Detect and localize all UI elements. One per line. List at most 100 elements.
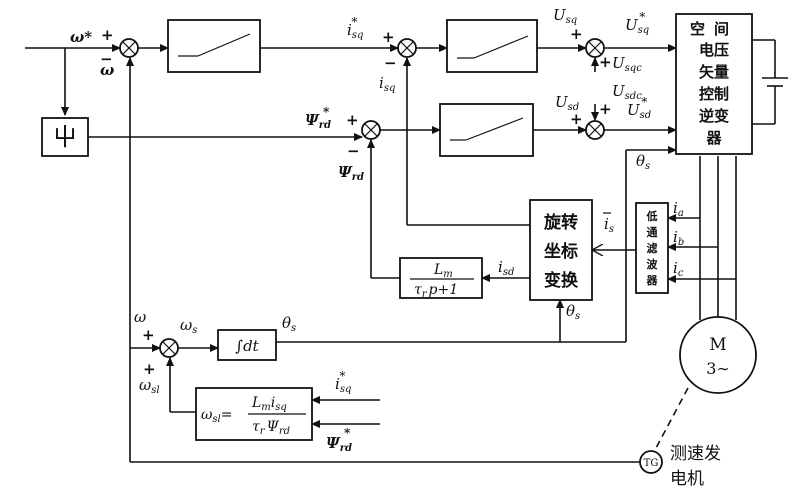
label-usd: U (555, 93, 569, 111)
pi-flux-regulator (439, 103, 534, 157)
label-usdc-sub: sdc (625, 91, 643, 102)
label-usdc: U (612, 82, 626, 100)
slip-num-l-sub: m (261, 402, 270, 413)
svg-text:ωsl=: ωsl= (201, 407, 233, 425)
sign-isq-minus: − (384, 54, 397, 72)
label-isq-ref-sub: sq (352, 30, 364, 41)
svg-text:Ψrd: Ψrd (338, 163, 364, 183)
svg-text:Ψrd*: Ψrd* (326, 426, 352, 454)
label-usd-ref: U (627, 101, 641, 119)
svg-text:θs: θs (636, 152, 650, 172)
label-usq-ref-sub: sq (638, 25, 650, 36)
label-psi-slip-sub: rd (340, 443, 352, 454)
label-omega-s: ω (180, 316, 192, 334)
svg-text:ib: ib (673, 228, 684, 248)
svg-text:Lmisq: Lmisq (251, 395, 287, 413)
slip-num-l: L (251, 395, 261, 411)
svg-text:isq*: isq* (335, 369, 351, 395)
signal-lines (25, 39, 788, 463)
label-isq-fb: i (379, 74, 384, 92)
inverter-label-1: 空 (690, 20, 705, 38)
flux-model-num-sub: m (443, 269, 452, 280)
slip-den-tau-sub: r (260, 426, 266, 437)
label-ib-sub: b (678, 237, 684, 248)
label-ia: i (673, 199, 678, 217)
label-isq-slip-sub: sq (340, 384, 352, 395)
svg-text:isd: isd (498, 258, 514, 278)
label-usq-sub: sq (566, 15, 578, 26)
flux-model-num: L (433, 262, 443, 278)
label-ic-sub: c (678, 268, 684, 279)
slip-lhs: ω (201, 407, 213, 423)
label-usd-ref-star: * (641, 95, 647, 109)
label-usqc: U (612, 54, 626, 72)
motor-label: M (709, 335, 726, 355)
label-isd: i (498, 258, 503, 276)
flux-summer (361, 120, 381, 140)
inverter-label-4: 矢量 (699, 63, 729, 81)
tg-label: TG (644, 458, 659, 469)
label-usd-ref-sub: sd (640, 110, 652, 121)
flux-model-den-sub: r (422, 289, 428, 300)
inverter-block: 空 间 电压 矢量 控制 逆变 器 (675, 13, 753, 155)
svg-text:ωsl: ωsl (139, 376, 160, 396)
slip-den-psi-sub: rd (279, 426, 290, 437)
label-theta-int-sub: s (291, 323, 296, 334)
sign-usd-plus: + (570, 110, 583, 128)
filter-label-4: 波 (647, 257, 659, 271)
label-omega-left: ω (134, 308, 146, 326)
svg-text:is: is (604, 215, 614, 235)
rotation-label-1: 旋转 (543, 212, 578, 233)
label-is-bar: i (604, 215, 609, 233)
label-psi-slip: Ψ (326, 434, 341, 452)
svg-text:Usq*: Usq* (625, 10, 649, 36)
speed-summer (119, 38, 139, 58)
sign-flux-minus: − (347, 142, 360, 160)
svg-text:θs: θs (282, 314, 296, 334)
label-omega-ref: ω* (70, 28, 92, 46)
inverter-label-5: 控制 (699, 85, 729, 103)
usd-summer (585, 120, 605, 140)
label-isq-slip: i (335, 375, 340, 393)
label-theta-inv-sub: s (645, 161, 650, 172)
filter-label-2: 通 (647, 226, 658, 239)
function-generator-symbol: 屮 (53, 123, 77, 151)
label-isq-ref: i (347, 21, 352, 39)
function-generator-block: 屮 (41, 117, 89, 157)
slip-num-i-sub: sq (275, 402, 287, 413)
flux-model-den-rest: p+1 (429, 282, 459, 298)
slip-den-psi: Ψ (267, 419, 280, 435)
summing-junctions (119, 38, 605, 358)
label-theta-inv: θ (636, 152, 645, 170)
filter-label-3: 滤 (647, 241, 658, 255)
label-isq-ref-star: * (351, 15, 357, 29)
integrator-label: ∫dt (235, 337, 259, 355)
motor-phase: 3∼ (706, 359, 730, 378)
svg-text:Usqc: Usqc (612, 54, 642, 74)
label-isq-fb-sub: sq (384, 83, 396, 94)
label-theta-rot: θ (566, 302, 575, 320)
integrator-block: ∫dt (217, 329, 277, 361)
svg-text:isq: isq (379, 74, 395, 94)
slip-num-i: i (271, 395, 275, 411)
label-omega-s-sub: s (192, 325, 197, 336)
inverter-label-6: 逆变 (699, 107, 729, 125)
label-ib: i (673, 228, 678, 246)
isq-summer (397, 38, 417, 58)
inverter-label-7: 器 (705, 129, 722, 147)
slip-summer (159, 338, 179, 358)
label-psi-fb: Ψ (338, 163, 353, 181)
flux-model-den: τ (414, 282, 422, 298)
svg-text:isq*: isq* (347, 15, 363, 41)
svg-text:Usd: Usd (555, 93, 579, 113)
sign-flux-plus: + (346, 111, 359, 129)
label-usd-sub: sd (568, 102, 580, 113)
label-theta-rot-sub: s (575, 311, 580, 322)
tachogenerator: TG 测速发 电机 (639, 444, 721, 489)
filter-label-5: 器 (646, 274, 659, 287)
label-is-bar-sub: s (609, 224, 614, 235)
rotation-label-3: 变换 (544, 270, 579, 291)
